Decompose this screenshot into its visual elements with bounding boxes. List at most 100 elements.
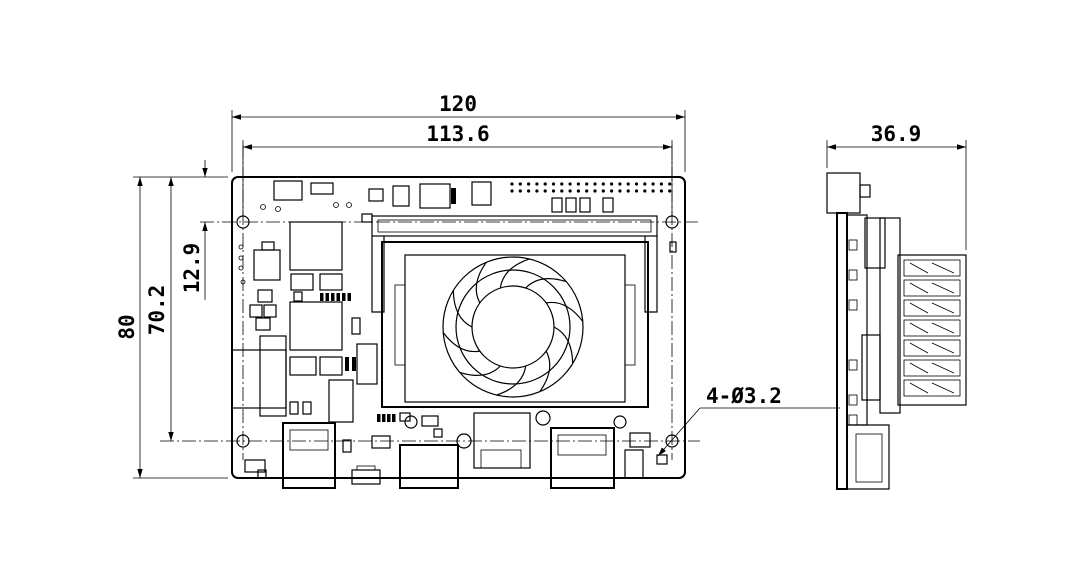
side-pin-contact [909, 262, 955, 274]
side-module-component [864, 217, 886, 269]
dimension-label-side-depth: 36.9 [871, 122, 922, 146]
usb-port-left-inner [289, 429, 329, 451]
gpio-pin [576, 182, 581, 186]
component-smd [356, 343, 378, 385]
inductor-2 [289, 301, 343, 351]
component-smd [290, 273, 314, 291]
dimension-label-overall-height: 80 [115, 314, 139, 339]
side-usb-inner [855, 433, 883, 483]
gpio-pin [668, 182, 672, 186]
gpio-pin [543, 182, 547, 186]
side-pin-slot [903, 359, 961, 377]
component-smd [352, 357, 356, 371]
gpio-pin [643, 182, 647, 186]
gpio-pin [634, 189, 639, 193]
heatsink-edge-left [394, 284, 406, 366]
component-smd [263, 304, 277, 318]
pad [333, 202, 339, 208]
component-smd [371, 435, 391, 449]
gpio-pin [610, 182, 614, 186]
component-ic-2 [310, 182, 334, 195]
resistor-array [382, 414, 386, 422]
dimension-hole-offset-top: 12.9 [180, 160, 208, 300]
component-smd [361, 213, 373, 223]
side-pin-slot [903, 379, 961, 397]
side-component-bump [848, 299, 858, 311]
top-view [160, 145, 700, 489]
side-component-bump [848, 359, 858, 371]
gpio-pin [543, 189, 547, 193]
ethernet-port [399, 444, 459, 489]
side-gpio-header [897, 254, 967, 406]
fan-blade [452, 290, 473, 328]
fan-blade [499, 258, 530, 289]
pad [240, 279, 246, 285]
mounting-hole-bottom-left [236, 434, 250, 448]
fan-blade [539, 350, 551, 393]
gpio-pin [527, 182, 531, 186]
component-smd [433, 428, 443, 438]
resistor-array [387, 414, 391, 422]
gpio-pin [593, 189, 597, 193]
fan-blade [546, 301, 584, 322]
side-pin-contact [909, 342, 955, 354]
component-smd [342, 439, 352, 453]
gpio-pin [626, 182, 630, 186]
side-board [836, 212, 848, 490]
side-component-bump [848, 414, 858, 426]
component-ic-5 [253, 249, 281, 281]
pad-large [404, 415, 418, 429]
resistor-array [377, 414, 381, 422]
component-smd [289, 356, 317, 376]
gpio-pin [527, 189, 531, 193]
heatsink [404, 254, 626, 403]
gpio-pin [634, 182, 639, 186]
resistor-array [342, 293, 346, 301]
fan-blade [475, 261, 487, 304]
side-pin-contact [909, 302, 955, 314]
side-component-bump [848, 269, 858, 281]
side-component [861, 334, 881, 401]
cooling-fan [442, 256, 584, 398]
gpio-pin [610, 189, 614, 193]
dimension-overall-height: 80 [115, 176, 228, 479]
gpio-pin [535, 189, 539, 193]
fan-blade [496, 365, 527, 396]
gpio-pin [651, 189, 655, 193]
gpio-pin [618, 182, 622, 186]
dimension-label-overall-width: 120 [439, 92, 477, 116]
component-smd [257, 469, 267, 479]
pad [260, 204, 266, 210]
pad-large [613, 415, 627, 429]
component-smd [345, 357, 349, 371]
gpio-pin [626, 189, 630, 193]
module-board [381, 241, 649, 408]
pad-large [456, 433, 472, 449]
connector-small [579, 197, 591, 213]
component-smd [451, 188, 456, 204]
module-socket [371, 215, 658, 237]
gpio-pin [593, 182, 597, 186]
dimension-side-depth: 36.9 [826, 122, 967, 250]
component-ic-6 [328, 379, 354, 423]
gpio-pin [618, 189, 622, 193]
side-pin-slot [903, 279, 961, 297]
gpio-pin [535, 182, 539, 186]
gpio-pin [551, 189, 556, 193]
hdmi-port [550, 427, 615, 489]
side-component-bump [848, 239, 858, 251]
hdmi-inner [557, 434, 607, 456]
component-smd [629, 432, 651, 448]
side-view [826, 172, 967, 490]
gpio-pin [659, 182, 664, 186]
heatsink-edge-right [624, 284, 636, 366]
module-latch-right [644, 236, 658, 313]
gpio-pin [601, 182, 605, 186]
inductor-1 [289, 221, 343, 271]
resistor-array [336, 293, 340, 301]
gpio-pin [568, 189, 572, 193]
side-fan-housing [826, 172, 861, 214]
side-pin-contact [909, 362, 955, 374]
component-smd [392, 185, 410, 207]
